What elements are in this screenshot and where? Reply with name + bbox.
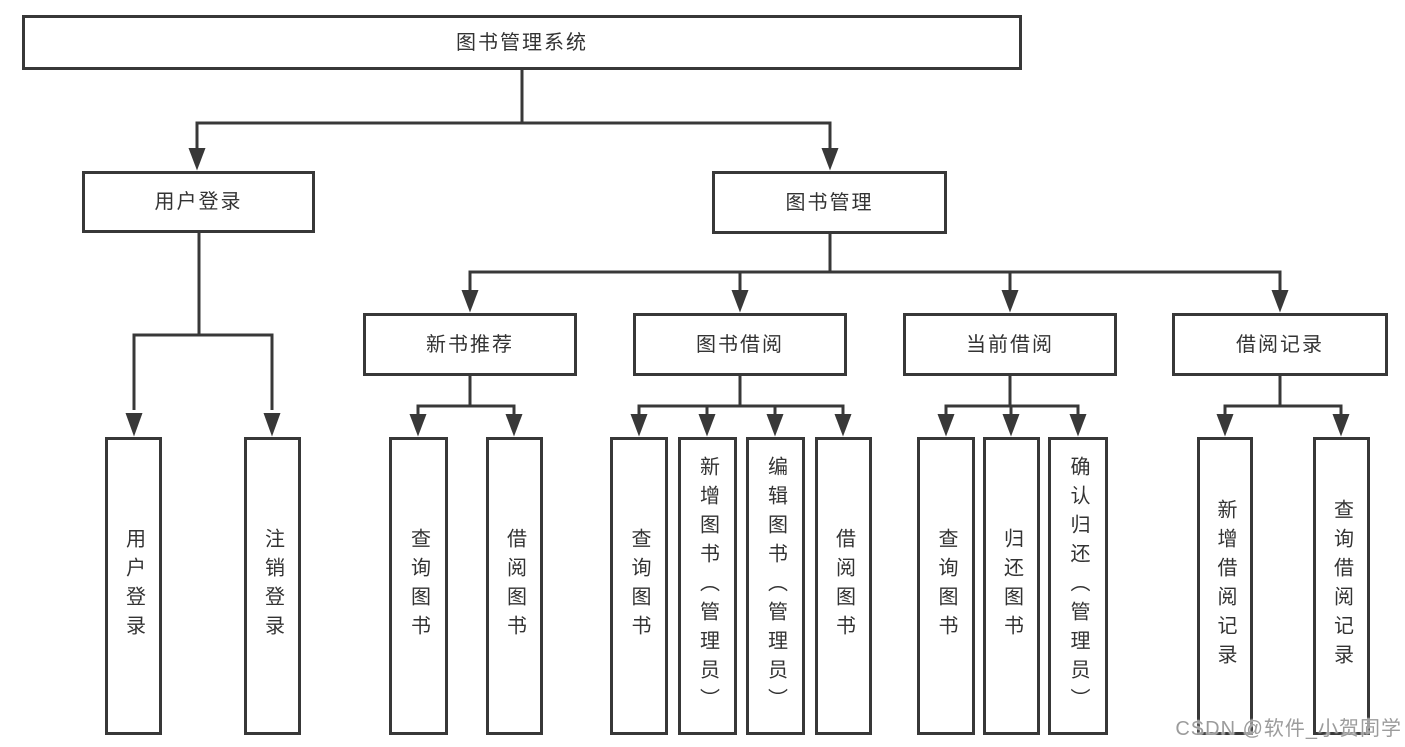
connector-root-to-level2	[195, 70, 832, 150]
arrow-down-icon	[630, 414, 648, 437]
arrow-down-icon	[1002, 414, 1020, 437]
leaf-rec-query-books: 查询图书	[389, 437, 448, 735]
node-label: 确认归还（管理员）	[1067, 455, 1089, 717]
connector-user-login-to-children	[132, 233, 274, 410]
arrow-down-icon	[821, 148, 839, 171]
connector-book-borrow-to-children	[637, 376, 845, 416]
arrow-down-icon	[1332, 414, 1350, 437]
node-label: 查询图书	[935, 528, 957, 644]
node-label: 注销登录	[261, 528, 284, 644]
leaf-br-query-record: 查询借阅记录	[1313, 437, 1370, 735]
leaf-user-login: 用户登录	[105, 437, 162, 735]
node-label: 查询借阅记录	[1330, 499, 1353, 673]
arrow-down-icon	[263, 413, 281, 437]
node-label: 图书管理系统	[456, 31, 588, 54]
arrow-down-icon	[937, 414, 955, 437]
node-label: 用户登录	[154, 191, 243, 213]
arrowhead-icons	[125, 148, 1350, 437]
node-label: 查询图书	[407, 528, 430, 644]
node-label: 新书推荐	[426, 333, 514, 356]
arrow-down-icon	[766, 414, 784, 437]
node-root-system: 图书管理系统	[22, 15, 1022, 70]
node-current-borrowing: 当前借阅	[903, 313, 1117, 376]
node-label: 编辑图书（管理员）	[764, 455, 787, 717]
leaf-bb-edit-books-admin: 编辑图书（管理员）	[746, 437, 805, 735]
connector-current-borrow-to-children	[944, 376, 1080, 416]
leaf-cb-return-books: 归还图书	[983, 437, 1040, 735]
arrow-down-icon	[1216, 414, 1234, 437]
leaf-logout: 注销登录	[244, 437, 301, 735]
leaf-br-add-record: 新增借阅记录	[1197, 437, 1253, 735]
node-label: 借阅记录	[1236, 333, 1324, 356]
arrow-down-icon	[1069, 414, 1087, 437]
node-new-book-recommend: 新书推荐	[363, 313, 577, 376]
node-label: 借阅图书	[503, 528, 526, 644]
node-label: 图书借阅	[696, 333, 784, 356]
connector-borrow-records-to-children	[1223, 376, 1343, 416]
node-label: 当前借阅	[966, 333, 1054, 356]
arrow-down-icon	[731, 290, 749, 313]
arrow-down-icon	[125, 413, 143, 437]
arrow-down-icon	[698, 414, 716, 437]
node-label: 查询图书	[628, 528, 650, 644]
arrow-down-icon	[461, 290, 479, 313]
leaf-bb-borrow-books: 借阅图书	[815, 437, 872, 735]
csdn-watermark: CSDN @软件_小贺同学	[1175, 718, 1402, 740]
leaf-cb-confirm-return-admin: 确认归还（管理员）	[1048, 437, 1108, 735]
node-label: 用户登录	[122, 528, 145, 644]
node-label: 借阅图书	[832, 528, 855, 644]
arrow-down-icon	[409, 414, 427, 437]
connector-book-mgmt-to-level3	[468, 234, 1282, 292]
leaf-bb-add-books-admin: 新增图书（管理员）	[678, 437, 737, 735]
node-book-borrowing: 图书借阅	[633, 313, 847, 376]
arrow-down-icon	[188, 148, 206, 171]
leaf-rec-borrow-books: 借阅图书	[486, 437, 543, 735]
node-label: 图书管理	[785, 191, 874, 214]
node-label: 新增借阅记录	[1214, 499, 1236, 673]
leaf-cb-query-books: 查询图书	[917, 437, 975, 735]
node-book-management: 图书管理	[712, 171, 947, 234]
connector-new-book-rec-to-children	[416, 376, 516, 416]
arrow-down-icon	[1271, 290, 1289, 313]
node-label: 新增图书（管理员）	[696, 455, 719, 717]
node-borrow-records: 借阅记录	[1172, 313, 1388, 376]
arrow-down-icon	[834, 414, 852, 437]
arrow-down-icon	[505, 414, 523, 437]
node-label: 归还图书	[1000, 528, 1023, 644]
leaf-bb-query-books: 查询图书	[610, 437, 668, 735]
arrow-down-icon	[1001, 290, 1019, 313]
node-user-login: 用户登录	[82, 171, 315, 233]
